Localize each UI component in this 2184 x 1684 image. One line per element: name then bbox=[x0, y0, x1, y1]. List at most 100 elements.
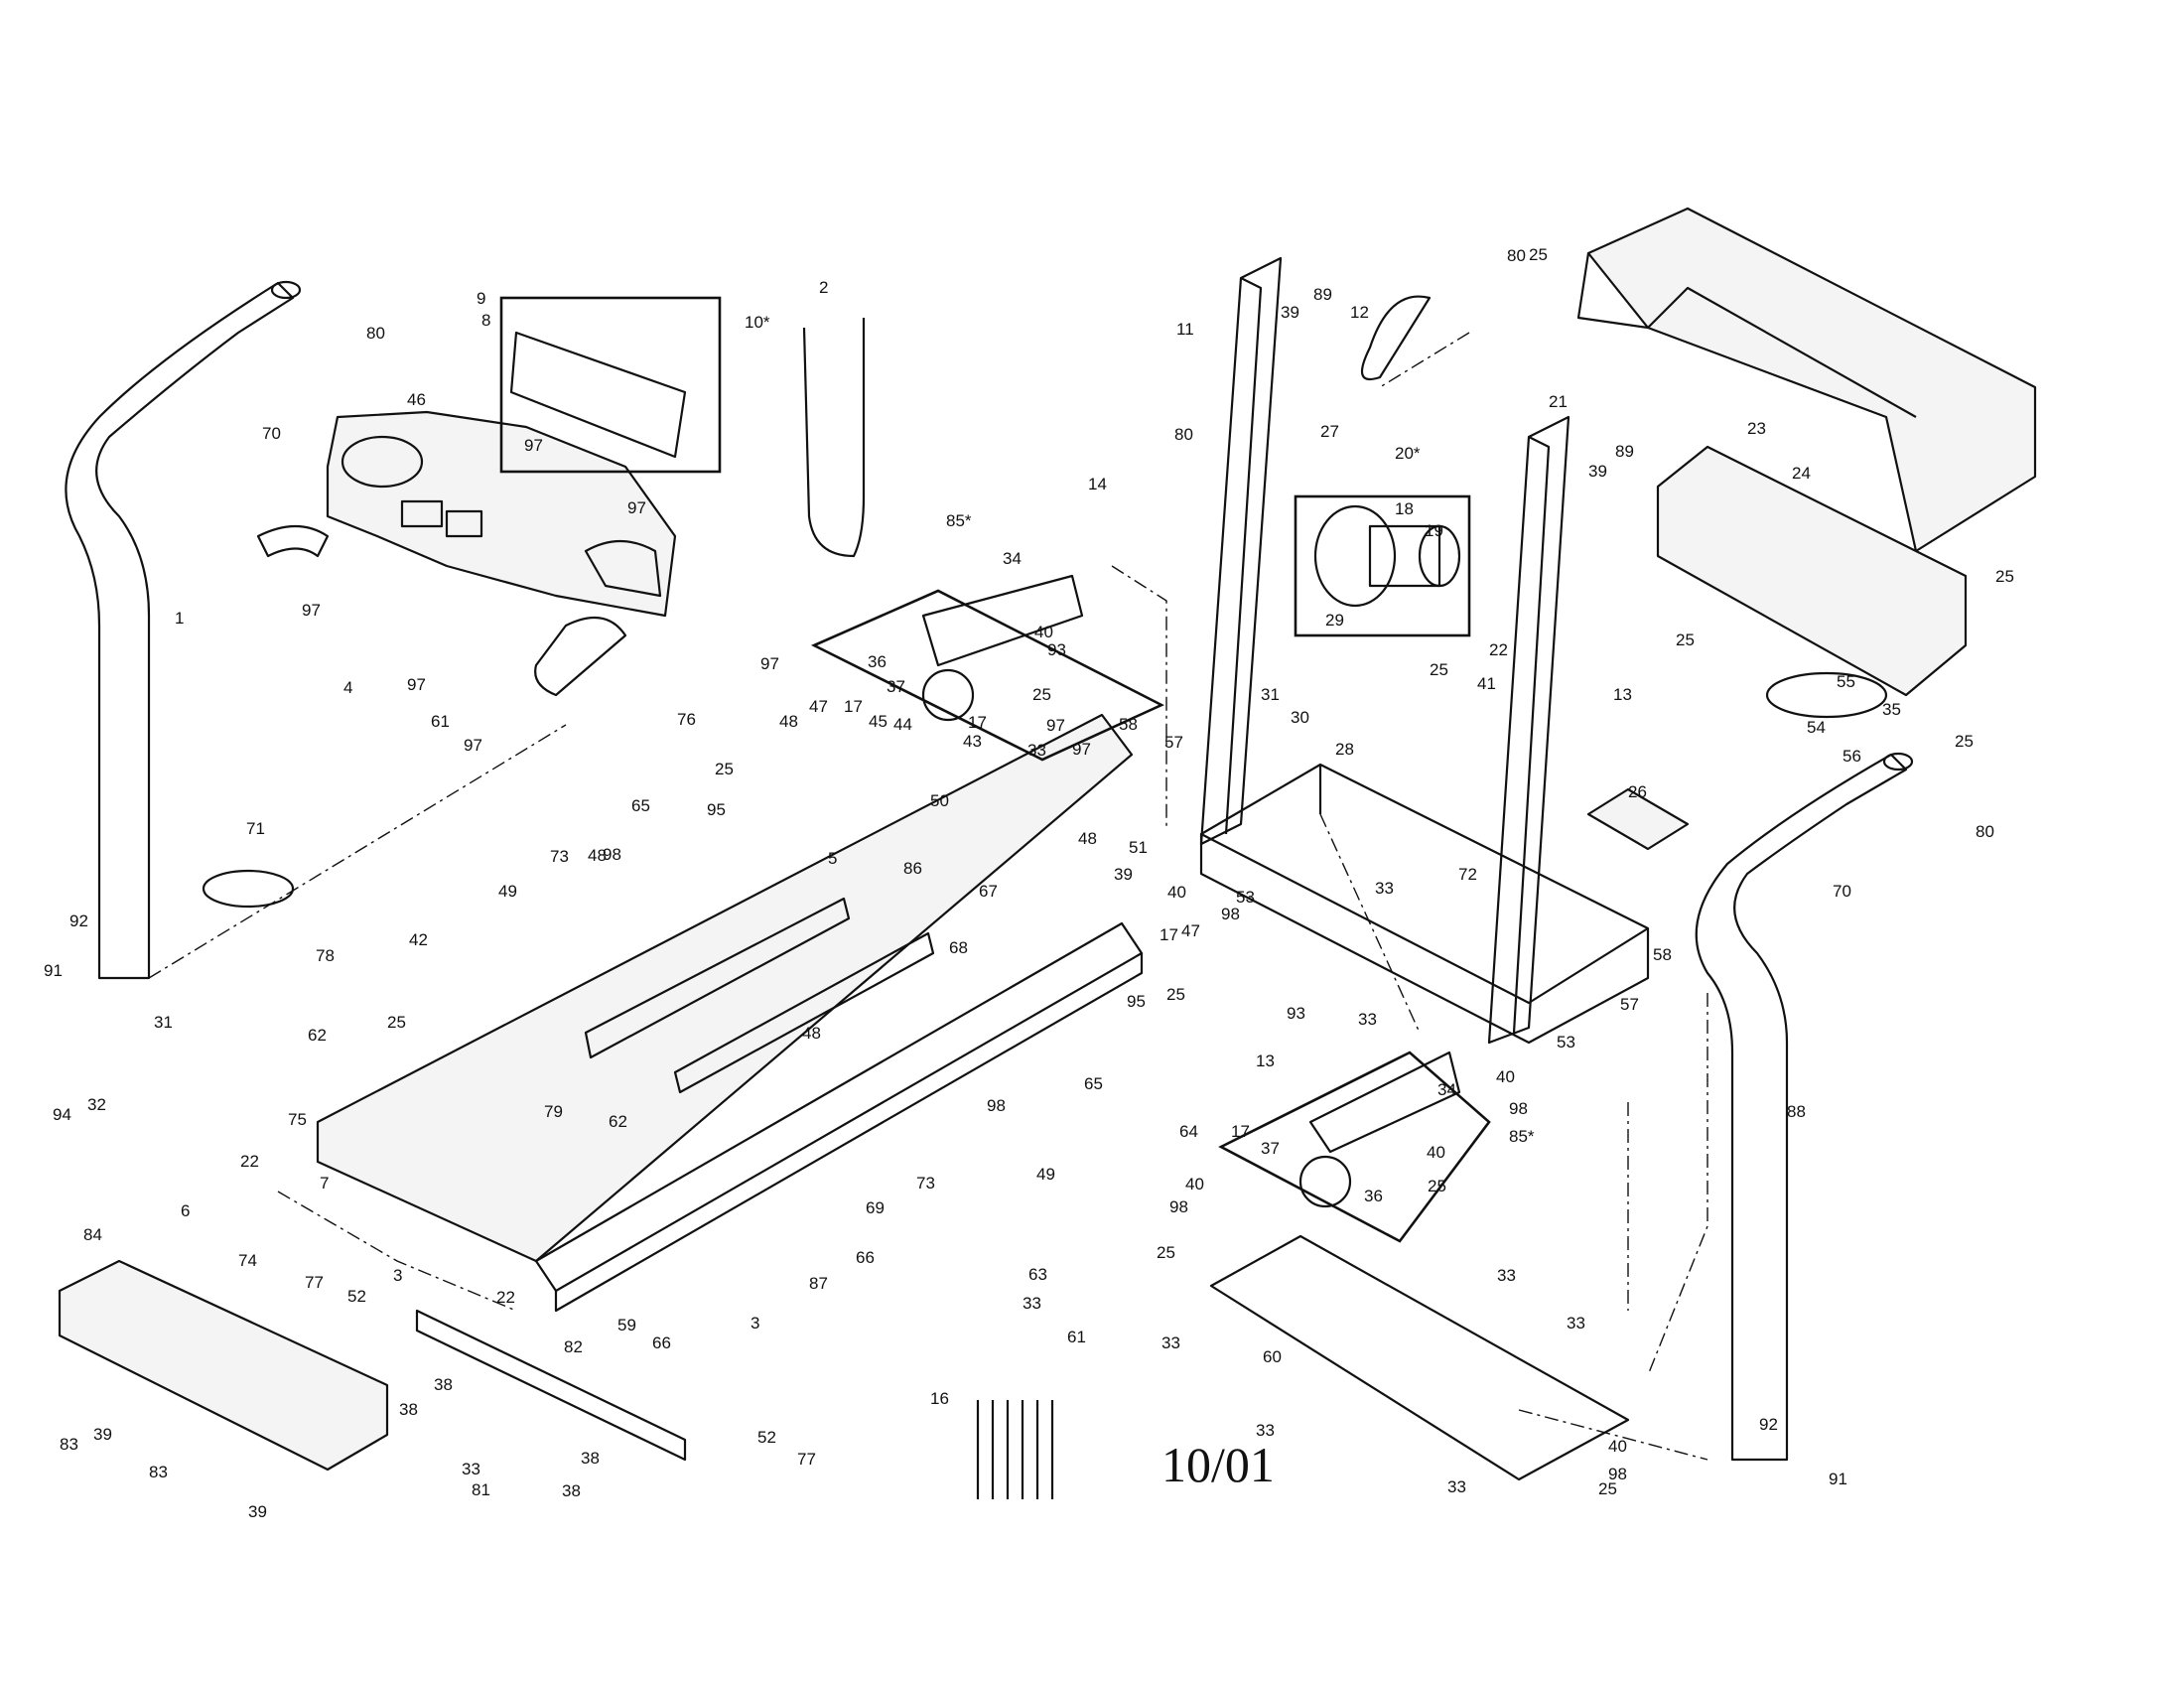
callouts: 123345678910*11121313141617171717181920*… bbox=[44, 245, 2014, 1521]
callout-label: 11 bbox=[1176, 320, 1194, 339]
callout-label: 88 bbox=[1787, 1102, 1806, 1121]
base-plate bbox=[1209, 1234, 1630, 1481]
callout-label: 79 bbox=[544, 1102, 563, 1121]
callout-label: 98 bbox=[987, 1096, 1006, 1115]
callout-label: 16 bbox=[930, 1389, 949, 1408]
callout-label: 39 bbox=[93, 1425, 112, 1444]
callout-label: 24 bbox=[1792, 464, 1811, 483]
callout-label: 40 bbox=[1034, 623, 1053, 641]
callout-label: 3 bbox=[393, 1266, 402, 1285]
callout-label: 19 bbox=[1425, 521, 1443, 540]
callout-label: 75 bbox=[288, 1110, 307, 1129]
callout-label: 40 bbox=[1608, 1437, 1627, 1456]
callout-label: 47 bbox=[809, 697, 828, 716]
callout-label: 25 bbox=[1032, 685, 1051, 704]
callout-label: 97 bbox=[407, 675, 426, 694]
callout-label: 82 bbox=[564, 1337, 583, 1356]
right-handrail bbox=[1695, 752, 1914, 1462]
callout-label: 41 bbox=[1477, 674, 1496, 693]
callout-label: 63 bbox=[1028, 1265, 1047, 1284]
callout-label: 51 bbox=[1129, 838, 1148, 857]
callout-label: 71 bbox=[246, 819, 265, 838]
callout-label: 22 bbox=[496, 1288, 515, 1307]
callout-label: 23 bbox=[1747, 419, 1766, 438]
callout-label: 61 bbox=[1067, 1328, 1086, 1346]
callout-label: 91 bbox=[1829, 1470, 1847, 1488]
callout-label: 62 bbox=[609, 1112, 627, 1131]
callout-label: 38 bbox=[434, 1375, 453, 1394]
callout-label: 25 bbox=[1995, 567, 2014, 586]
callout-label: 58 bbox=[1653, 945, 1672, 964]
crossbar-82 bbox=[415, 1309, 687, 1462]
drive-motor bbox=[1313, 504, 1461, 608]
callout-label: 14 bbox=[1088, 475, 1107, 493]
left-upright bbox=[1199, 256, 1283, 846]
callout-label: 76 bbox=[677, 710, 696, 729]
callout-label: 64 bbox=[1179, 1122, 1198, 1141]
callout-label: 22 bbox=[1489, 640, 1508, 659]
callout-label: 61 bbox=[431, 712, 450, 731]
callout-label: 83 bbox=[60, 1435, 78, 1454]
callout-label: 97 bbox=[302, 601, 321, 620]
callout-label: 28 bbox=[1335, 740, 1354, 759]
callout-label: 31 bbox=[1261, 685, 1280, 704]
callout-label: 21 bbox=[1549, 392, 1568, 411]
callout-label: 98 bbox=[1169, 1197, 1188, 1216]
callout-label: 39 bbox=[1588, 462, 1607, 481]
frame-base bbox=[1199, 763, 1650, 1045]
callout-label: 33 bbox=[1027, 741, 1046, 760]
callout-label: 3 bbox=[751, 1314, 759, 1333]
controller-26 bbox=[1586, 787, 1690, 851]
callout-label: 97 bbox=[524, 436, 543, 455]
callout-label: 45 bbox=[869, 712, 887, 731]
callout-label: 27 bbox=[1320, 422, 1339, 441]
callout-label: 83 bbox=[149, 1463, 168, 1481]
callout-label: 98 bbox=[1608, 1465, 1627, 1483]
right-upright bbox=[1487, 415, 1570, 1045]
incline-motor-lower bbox=[1298, 1051, 1461, 1208]
callout-label: 72 bbox=[1458, 865, 1477, 884]
callout-label: 32 bbox=[87, 1095, 106, 1114]
incline-motor-box-upper bbox=[810, 589, 1164, 762]
callout-label: 95 bbox=[1127, 992, 1146, 1011]
callout-label: 48 bbox=[588, 846, 607, 865]
callout-label: 48 bbox=[1078, 829, 1097, 848]
callout-label: 50 bbox=[930, 791, 949, 810]
callout-label: 13 bbox=[1256, 1052, 1275, 1070]
callout-label: 33 bbox=[462, 1460, 480, 1478]
callout-label: 38 bbox=[581, 1449, 600, 1468]
callout-label: 54 bbox=[1807, 718, 1826, 737]
callout-label: 74 bbox=[238, 1251, 257, 1270]
callout-label: 42 bbox=[409, 930, 428, 949]
callout-label: 33 bbox=[1497, 1266, 1516, 1285]
tether-strap bbox=[802, 318, 866, 558]
callout-label: 80 bbox=[366, 324, 385, 343]
wire-ties bbox=[976, 1400, 1054, 1499]
callout-label: 25 bbox=[1598, 1479, 1617, 1498]
callout-label: 25 bbox=[1428, 1177, 1446, 1195]
callout-label: 47 bbox=[1181, 921, 1200, 940]
callout-label: 92 bbox=[69, 912, 88, 930]
callout-label: 36 bbox=[1364, 1187, 1383, 1205]
callout-label: 95 bbox=[707, 800, 726, 819]
callout-label: 49 bbox=[1036, 1165, 1055, 1184]
callout-label: 30 bbox=[1291, 708, 1309, 727]
callout-label: 93 bbox=[1287, 1004, 1305, 1023]
callout-label: 57 bbox=[1620, 995, 1639, 1014]
deck-cushion-86 bbox=[673, 931, 935, 1094]
callout-label: 25 bbox=[387, 1013, 406, 1032]
callout-label: 97 bbox=[627, 498, 646, 517]
callout-label: 13 bbox=[1613, 685, 1632, 704]
callout-label: 98 bbox=[1509, 1099, 1528, 1118]
callout-label: 33 bbox=[1256, 1421, 1275, 1440]
callout-label: 40 bbox=[1427, 1143, 1445, 1162]
callout-label: 33 bbox=[1358, 1010, 1377, 1029]
callout-label: 48 bbox=[802, 1024, 821, 1043]
walking-deck bbox=[534, 921, 1144, 1313]
callout-label: 33 bbox=[1375, 879, 1394, 898]
callout-label: 89 bbox=[1313, 285, 1332, 304]
callout-label: 70 bbox=[262, 424, 281, 443]
callout-label: 17 bbox=[1231, 1122, 1250, 1141]
callout-label: 62 bbox=[308, 1026, 327, 1045]
